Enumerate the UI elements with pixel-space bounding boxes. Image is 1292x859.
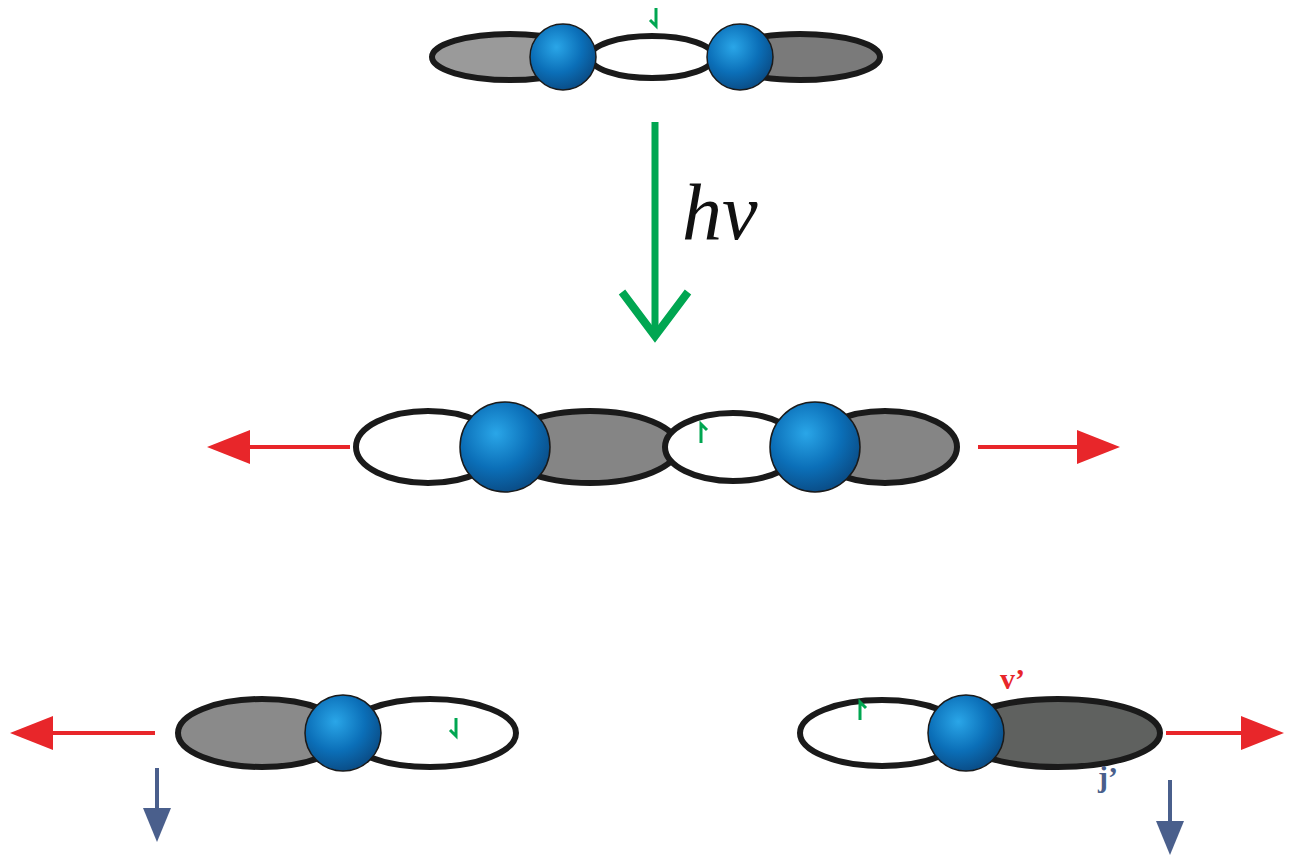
rotation-arrow: [1156, 780, 1184, 855]
rotation-arrow: [143, 768, 171, 842]
spin-arrow: [860, 702, 866, 720]
atom-sphere: [707, 24, 773, 90]
atom-sphere: [305, 695, 381, 771]
recoil-arrow: [10, 716, 155, 750]
atom-sphere: [530, 24, 596, 90]
recoil-arrow: [1166, 716, 1284, 750]
atom-sphere: [928, 695, 1004, 771]
photon-arrow: [622, 122, 688, 336]
spin-arrow: [701, 424, 707, 443]
spin-arrow: [650, 8, 656, 26]
orbital-lobe: [590, 36, 714, 78]
photon-label: hv: [682, 172, 758, 252]
atom-sphere: [770, 402, 860, 492]
vibration-label: v’: [1000, 664, 1025, 694]
spin-arrow: [450, 718, 456, 736]
rotation-label: j’: [1098, 762, 1118, 792]
recoil-arrow: [978, 430, 1120, 464]
atom-sphere: [460, 402, 550, 492]
recoil-arrow: [207, 430, 350, 464]
